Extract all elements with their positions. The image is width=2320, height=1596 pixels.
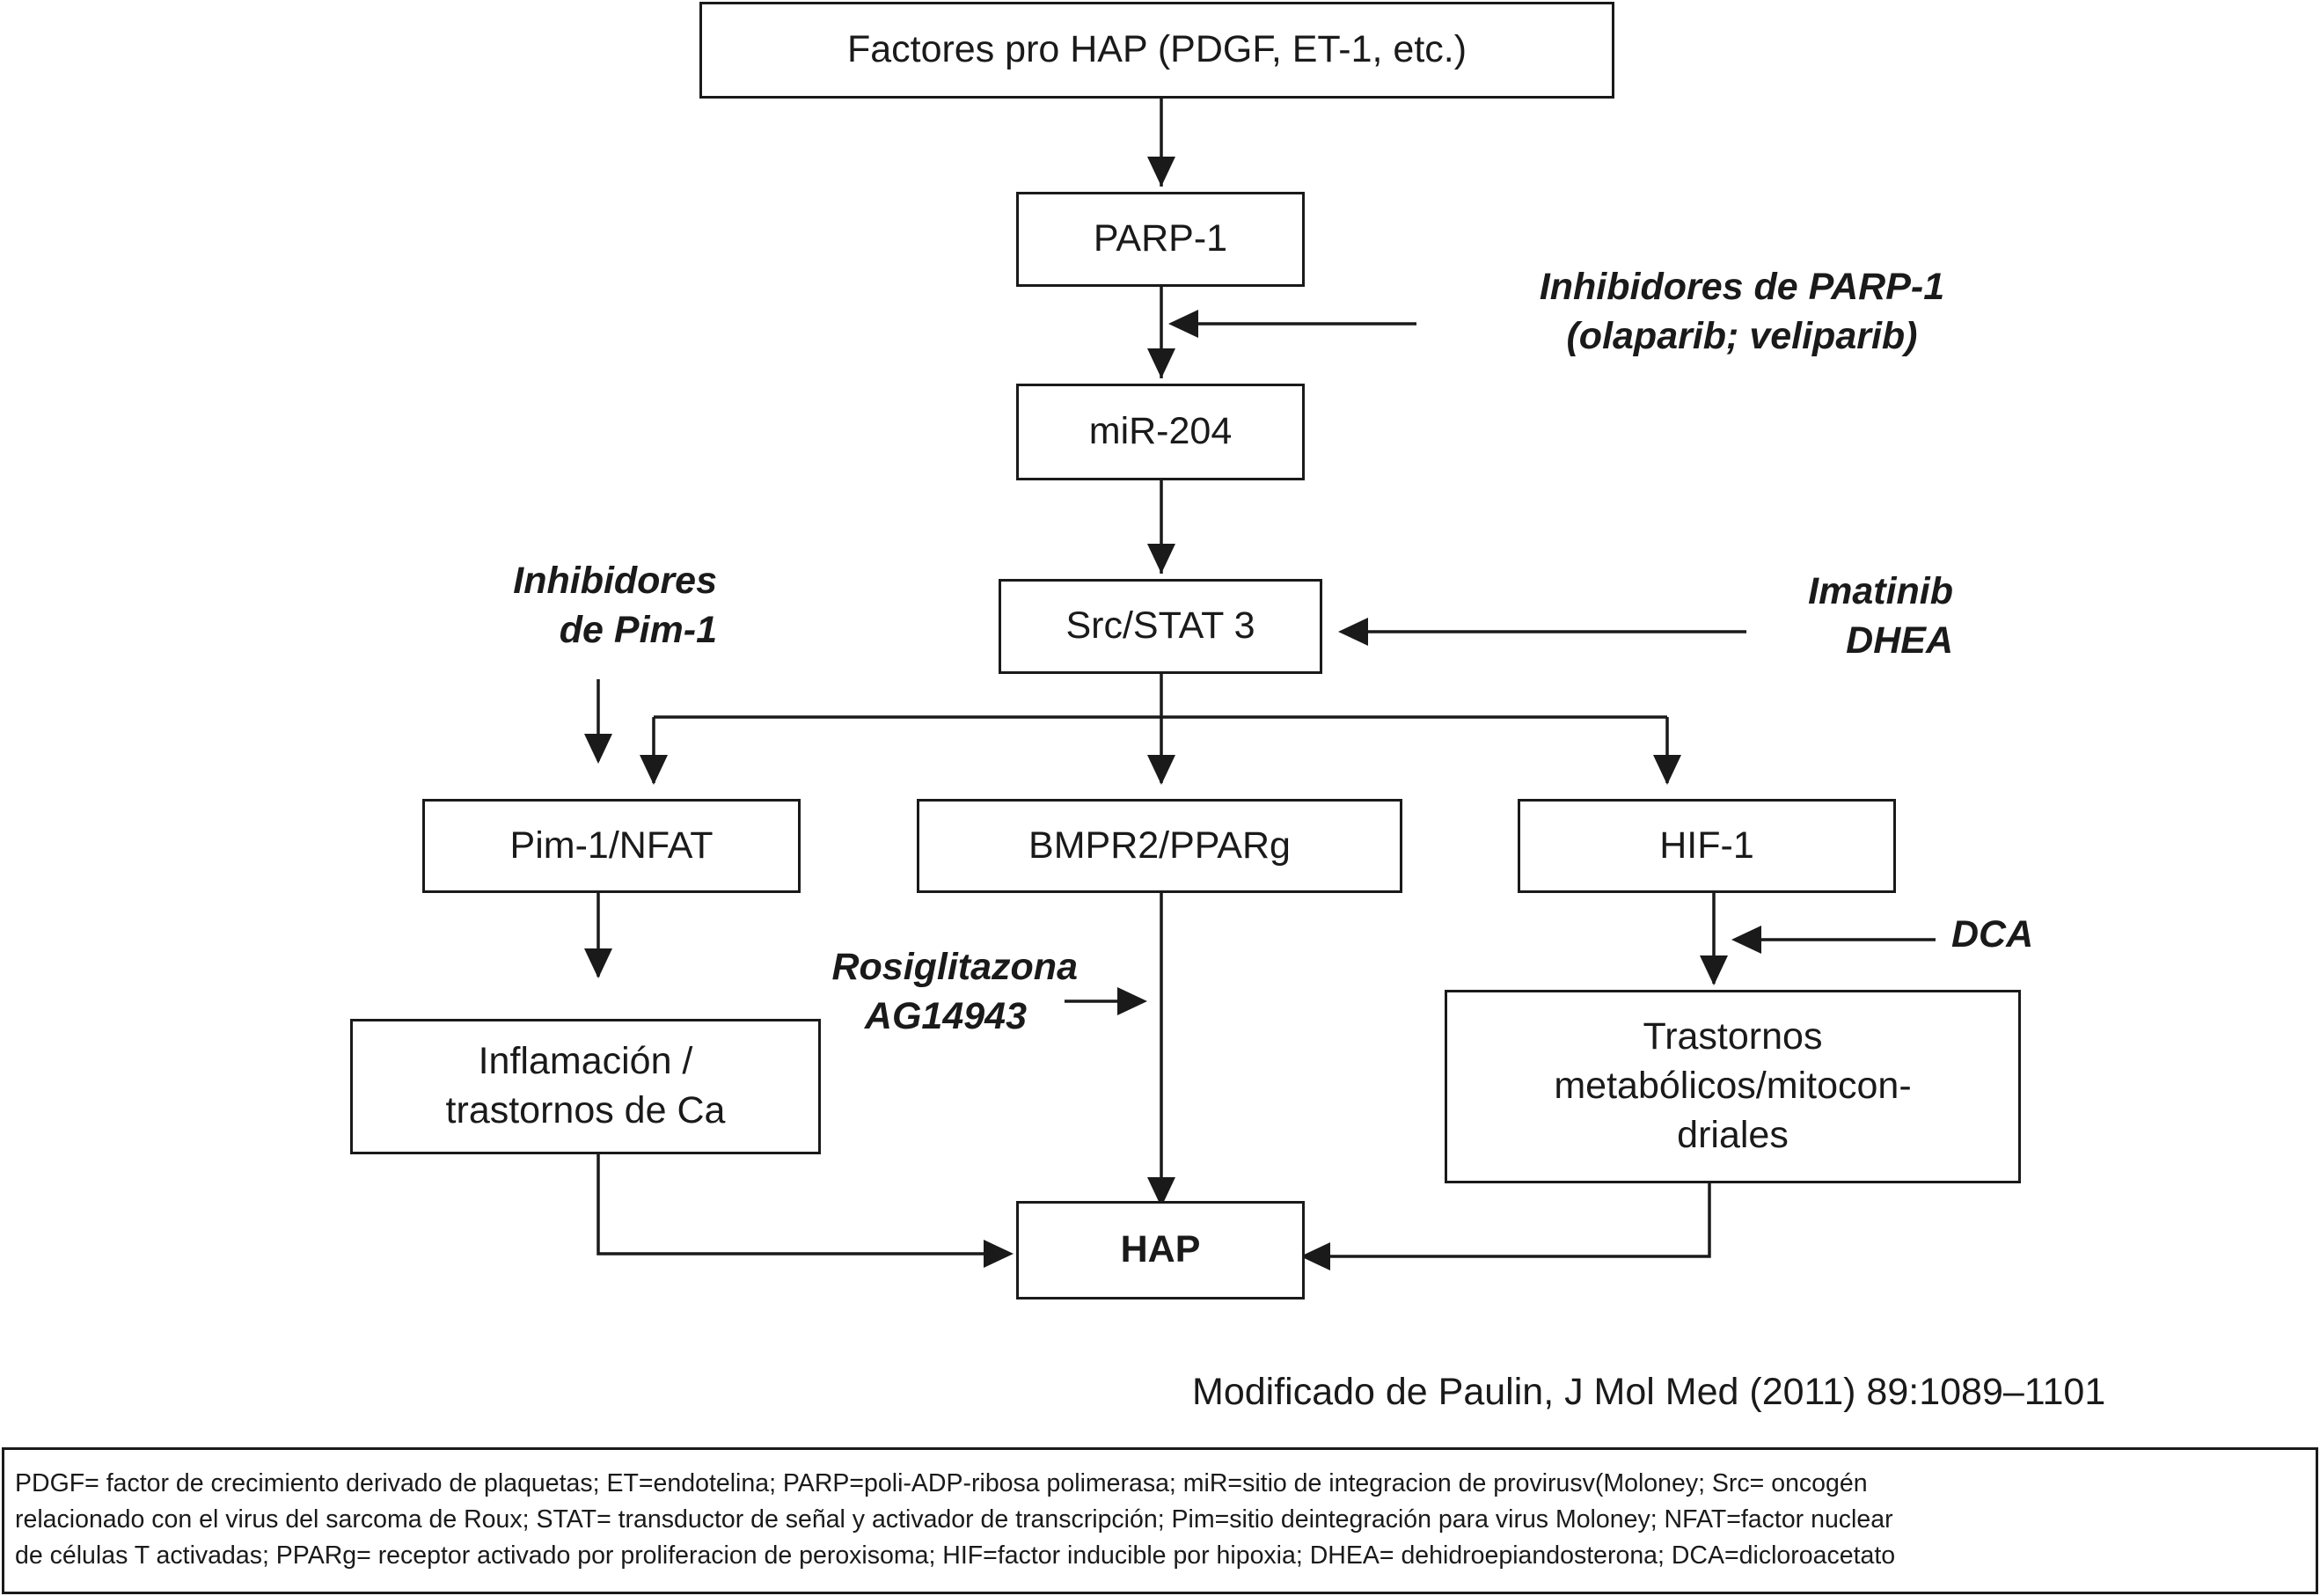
label-rosiglitazona: Rosiglitazona AG14943 [721, 942, 1078, 1041]
arrow-inflamacion-hap [596, 1154, 985, 1256]
node-hif1-label: HIF-1 [1659, 824, 1754, 867]
head-2 [1147, 348, 1175, 378]
label-dca: DCA [1951, 910, 2033, 959]
node-pim1nfat-label: Pim-1/NFAT [509, 824, 714, 867]
head-1 [1147, 157, 1175, 187]
node-factores-label: Factores pro HAP (PDGF, ET-1, etc.) [846, 28, 1467, 71]
node-inflamacion-line-2: trastornos de Ca [445, 1089, 726, 1131]
node-bmpr2-label: BMPR2/PPARg [1028, 824, 1291, 867]
node-trastornos-line-1: Trastornos [1643, 1015, 1823, 1058]
node-inflamacion: Inflamación / trastornos de Ca [350, 1019, 821, 1154]
node-factores: Factores pro HAP (PDGF, ET-1, etc.) [699, 2, 1614, 99]
head-7 [584, 734, 612, 764]
source-citation: Modificado de Paulin, J Mol Med (2011) 8… [1192, 1371, 2106, 1413]
head-12 [1700, 955, 1728, 985]
label-parp-inhibitor-line-2: (olaparib; veliparib) [1566, 315, 1918, 357]
legend-line-2: relacionado con el virus del sarcoma de … [15, 1505, 1893, 1534]
node-bmpr2: BMPR2/PPARg [917, 799, 1402, 893]
node-inflamacion-line-1: Inflamación / [478, 1040, 693, 1083]
head-4 [640, 755, 668, 785]
node-mir204-label: miR-204 [1088, 410, 1233, 453]
node-parp1-label: PARP-1 [1093, 217, 1228, 260]
node-srcstat3-label: Src/STAT 3 [1065, 604, 1255, 648]
node-hap-label: HAP [1120, 1228, 1201, 1271]
head-10 [1147, 1177, 1175, 1207]
arrowheads [584, 157, 1761, 1270]
label-rosiglitazona-line-2: AG14943 [864, 995, 1027, 1037]
label-dca-text: DCA [1951, 913, 2034, 955]
node-hap: HAP [1016, 1201, 1305, 1299]
node-pim1nfat: Pim-1/NFAT [422, 799, 801, 893]
label-pim-inhibitor-line-2: de Pim-1 [559, 609, 717, 651]
node-trastornos-line-3: driales [1677, 1113, 1789, 1156]
label-imatinib-line-2: DHEA [1846, 619, 1953, 662]
head-14 [1300, 1242, 1330, 1270]
head-16 [1338, 618, 1368, 646]
node-trastornos: Trastornos metabólicos/mitocon- driales [1445, 990, 2021, 1183]
head-3 [1147, 544, 1175, 574]
label-pim-inhibitor: Inhibidores de Pim-1 [387, 556, 717, 655]
head-6 [1653, 755, 1681, 785]
label-rosiglitazona-line-1: Rosiglitazona [831, 946, 1078, 988]
node-srcstat3: Src/STAT 3 [999, 579, 1322, 674]
legend-line-1: PDGF= factor de crecimiento derivado de … [15, 1469, 1868, 1497]
head-8 [584, 948, 612, 978]
node-hif1: HIF-1 [1518, 799, 1896, 893]
label-imatinib-line-1: Imatinib [1808, 570, 1953, 612]
label-parp-inhibitor-line-1: Inhibidores de PARP-1 [1539, 266, 1945, 308]
head-11 [1117, 987, 1147, 1015]
head-13 [1731, 926, 1761, 954]
node-trastornos-line-2: metabólicos/mitocon- [1554, 1065, 1912, 1108]
arrow-trastornos-hap [1328, 1183, 1711, 1258]
label-imatinib: Imatinib DHEA [1672, 567, 1953, 665]
node-parp1: PARP-1 [1016, 192, 1305, 287]
node-mir204: miR-204 [1016, 384, 1305, 480]
abbreviations-legend: PDGF= factor de crecimiento derivado de … [2, 1447, 2318, 1594]
label-parp-inhibitor: Inhibidores de PARP-1 (olaparib; velipar… [1434, 262, 2050, 361]
head-9 [984, 1240, 1014, 1268]
legend-line-3: de células T activadas; PPARg= receptor … [15, 1541, 1896, 1570]
label-pim-inhibitor-line-1: Inhibidores [513, 560, 717, 602]
head-5 [1147, 755, 1175, 785]
head-15 [1168, 310, 1198, 338]
